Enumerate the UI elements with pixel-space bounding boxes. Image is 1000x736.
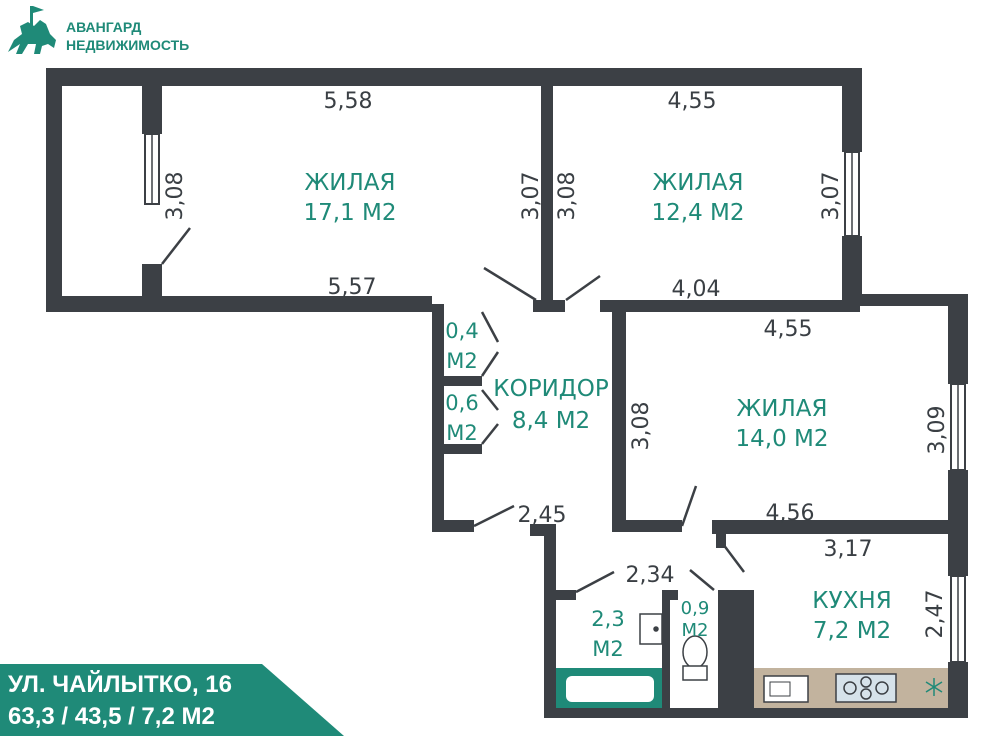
address-text: УЛ. ЧАЙЛЫТКО, 16 [8, 670, 232, 698]
corridor-name: КОРИДОР [493, 376, 609, 402]
brand-name-line2: НЕДВИЖИМОСТЬ [66, 37, 189, 53]
bath-unit: М2 [592, 637, 623, 661]
area-summary-text: 63,3 / 43,5 / 7,2 М2 [8, 703, 215, 730]
living1-dim-bottom: 5,57 [328, 275, 377, 300]
toilet-unit: М2 [682, 620, 709, 641]
room-closet1: 0,4 М2 [445, 319, 478, 373]
corridor-dim-bottom: 2,45 [518, 503, 567, 528]
living1-dim-right: 3,07 [519, 172, 544, 221]
closet1-unit: М2 [446, 349, 477, 373]
living2-dim-left: 3,08 [555, 172, 580, 221]
closet2-unit: М2 [446, 421, 477, 445]
living1-dim-left: 3,08 [163, 172, 188, 221]
room-closet2: 0,6 М2 [445, 391, 478, 445]
address-banner: УЛ. ЧАЙЛЫТКО, 16 63,3 / 43,5 / 7,2 М2 [0, 664, 344, 736]
closet2-value: 0,6 [445, 391, 478, 415]
brand-name-line1: АВАНГАРД [66, 19, 141, 35]
toilet-value: 0,9 [681, 598, 710, 619]
kitchen-dim-top: 3,17 [824, 537, 873, 562]
room-living1: 5,58 5,57 3,08 3,07 ЖИЛАЯ 17,1 М2 [163, 89, 544, 300]
knight-on-horse-icon [8, 6, 56, 54]
room-bath: 2,34 2,3 М2 [591, 563, 674, 661]
living1-dim-top: 5,58 [324, 89, 373, 114]
sink-icon [639, 613, 663, 645]
bathtub-icon [556, 668, 662, 708]
brand-logo: АВАНГАРД НЕДВИЖИМОСТЬ [8, 6, 189, 54]
living3-dim-right: 3,09 [925, 406, 950, 455]
kitchen-counter [754, 668, 948, 708]
fixtures [556, 613, 948, 708]
living1-area: 17,1 М2 [304, 200, 397, 226]
living3-name: ЖИЛАЯ [737, 396, 828, 422]
room-living3: 4,55 4,56 3,08 3,09 ЖИЛАЯ 14,0 М2 [629, 317, 950, 526]
doors [161, 227, 745, 594]
living3-dim-top: 4,55 [764, 317, 813, 342]
living2-dim-right: 3,07 [819, 172, 844, 221]
stove-icon [835, 673, 897, 703]
living2-dim-bottom: 4,04 [672, 277, 721, 302]
living2-area: 12,4 М2 [652, 200, 745, 226]
living2-name: ЖИЛАЯ [653, 170, 744, 196]
bath-value: 2,3 [591, 607, 624, 631]
living3-area: 14,0 М2 [736, 426, 829, 452]
bath-dim-top: 2,34 [626, 563, 675, 588]
room-living2: 4,55 4,04 3,08 3,07 ЖИЛАЯ 12,4 М2 [555, 89, 844, 302]
kitchen-name: КУХНЯ [812, 588, 891, 614]
room-toilet: 0,9 М2 [681, 598, 710, 641]
toilet-icon [682, 635, 708, 681]
living3-dim-bottom: 4,56 [766, 501, 815, 526]
room-corridor: КОРИДОР 8,4 М2 2,45 [493, 376, 609, 528]
closet1-value: 0,4 [445, 319, 478, 343]
kitchen-area: 7,2 М2 [813, 618, 891, 644]
kitchen-sink-icon [763, 675, 809, 703]
corridor-area: 8,4 М2 [512, 408, 590, 434]
room-kitchen: 3,17 2,47 КУХНЯ 7,2 М2 [812, 537, 948, 644]
walls [46, 68, 968, 718]
living1-name: ЖИЛАЯ [305, 170, 396, 196]
living3-dim-left: 3,08 [629, 402, 654, 451]
snowflake-icon [925, 678, 943, 696]
living2-dim-top: 4,55 [668, 89, 717, 114]
kitchen-dim-right: 2,47 [923, 590, 948, 639]
